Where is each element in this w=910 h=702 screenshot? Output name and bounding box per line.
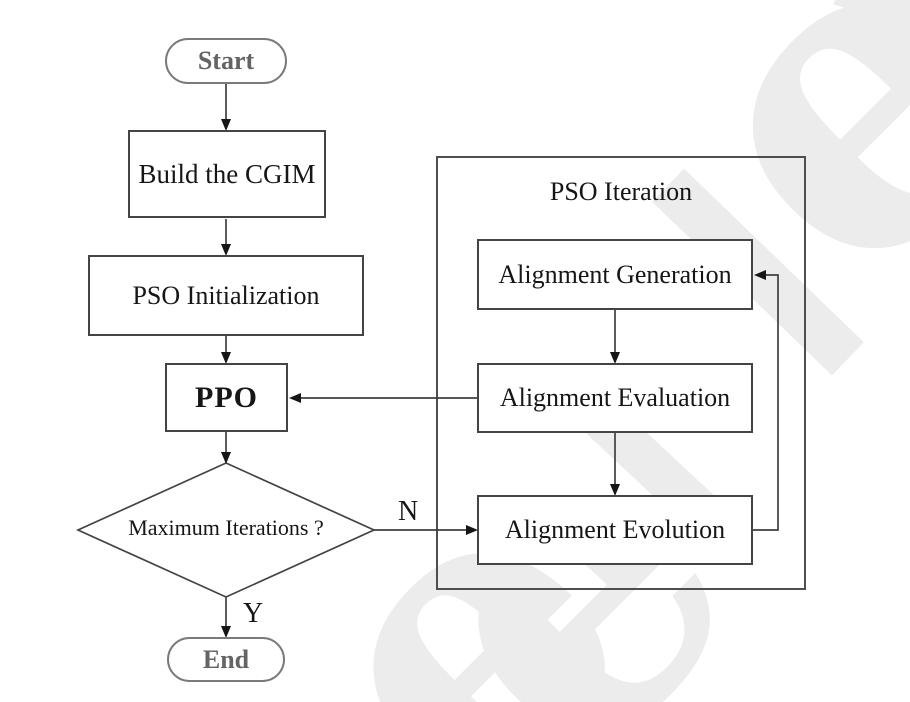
alignment-evaluation-node: Alignment Evaluation: [477, 363, 753, 433]
alignment-generation-node: Alignment Generation: [477, 239, 753, 310]
pso-iteration-container: [436, 156, 806, 590]
pso-initialization-node: PSO Initialization: [88, 255, 364, 336]
start-node: Start: [165, 38, 287, 84]
end-node: End: [167, 637, 285, 682]
pso-iteration-title: PSO Iteration: [549, 177, 693, 206]
build-cgim-node: Build the CGIM: [128, 130, 326, 218]
ppo-node: PPO: [165, 363, 288, 432]
yes-branch-label: Y: [243, 598, 264, 629]
no-branch-label: N: [398, 496, 419, 527]
decision-node-label: Maximum Iterations ?: [128, 515, 324, 540]
alignment-evolution-node: Alignment Evolution: [477, 495, 753, 565]
